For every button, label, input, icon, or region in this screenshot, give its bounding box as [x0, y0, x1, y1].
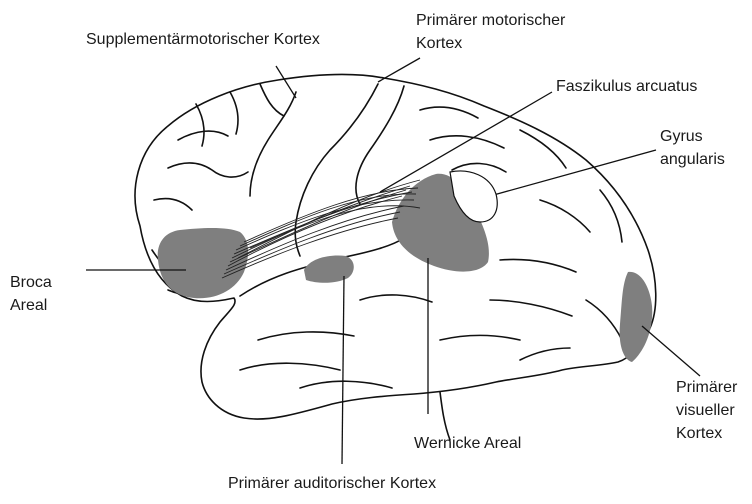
label-broca-area-line1: Broca: [10, 273, 52, 292]
primary-auditory-area: [304, 256, 354, 283]
label-broca-area-line2: Areal: [10, 296, 47, 315]
label-primary-visual-cortex-line1: Primärer: [676, 378, 737, 397]
label-primary-visual-cortex-line2: visueller: [676, 401, 735, 420]
label-primary-auditory-cortex: Primärer auditorischer Kortex: [228, 474, 436, 493]
label-primary-motor-cortex-line1: Primärer motorischer: [416, 11, 565, 30]
auditory-leader: [342, 276, 344, 464]
label-angular-gyrus-line2: angularis: [660, 150, 725, 169]
label-wernicke-area: Wernicke Areal: [414, 434, 521, 453]
visual-leader: [642, 326, 700, 376]
label-angular-gyrus-line1: Gyrus: [660, 127, 703, 146]
label-arcuate-fasciculus: Faszikulus arcuatus: [556, 77, 697, 96]
label-primary-visual-cortex-line3: Kortex: [676, 424, 722, 443]
primary-visual-area: [620, 272, 653, 362]
angular-leader: [490, 150, 656, 196]
sma-leader: [276, 66, 296, 98]
label-primary-motor-cortex-line2: Kortex: [416, 34, 462, 53]
primary-motor-leader: [378, 58, 420, 82]
label-supplementary-motor-cortex: Supplementärmotorischer Kortex: [86, 30, 320, 49]
central-sulcus: [295, 84, 378, 256]
broca-area: [158, 228, 248, 298]
